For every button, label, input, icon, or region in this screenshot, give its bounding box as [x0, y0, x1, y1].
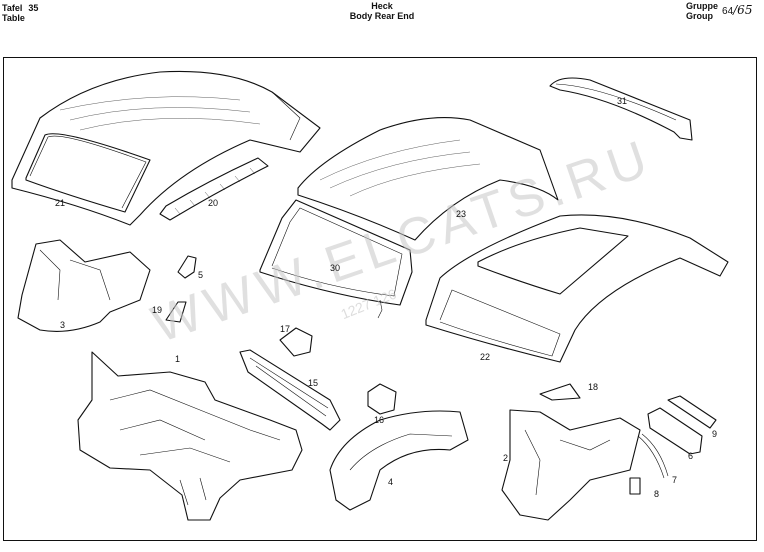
part-label-3: 3: [60, 320, 65, 330]
header-table-block: Tafel 35 Table: [2, 3, 38, 23]
table-number: 35: [28, 3, 39, 13]
title-german: Heck: [371, 1, 393, 11]
group-label: Group: [686, 11, 713, 21]
group-number: 64: [722, 6, 734, 17]
part-3-drawing[interactable]: [17, 239, 151, 332]
table-label: Table: [2, 13, 25, 23]
part-5-drawing[interactable]: [177, 255, 197, 279]
part-15-drawing[interactable]: [239, 349, 341, 431]
part-label-20: 20: [208, 198, 218, 208]
part-label-5: 5: [198, 270, 203, 280]
title-english: Body Rear End: [349, 11, 415, 21]
part-label-15: 15: [308, 378, 318, 388]
part-label-1: 1: [175, 354, 180, 364]
part-23-drawing[interactable]: [297, 116, 559, 241]
group-number-handwritten: /65: [733, 3, 753, 17]
part-label-2: 2: [503, 453, 508, 463]
part-label-17: 17: [280, 324, 290, 334]
diagram-frame: [3, 57, 757, 541]
part-4-drawing[interactable]: [329, 410, 469, 511]
part-31-drawing[interactable]: [549, 77, 693, 141]
part-20-drawing[interactable]: [159, 157, 269, 221]
part-1-drawing[interactable]: [77, 351, 303, 521]
part-16-drawing[interactable]: [367, 383, 397, 415]
part-label-21: 21: [55, 198, 65, 208]
header-title-block: Heck Body Rear End: [0, 1, 764, 21]
tafel-label: Tafel: [2, 3, 23, 13]
part-label-6: 6: [688, 451, 693, 461]
header-group-block: Gruppe Group 64/65: [686, 1, 752, 21]
part-label-22: 22: [480, 352, 490, 362]
watermark-small: 1227 126: [338, 285, 398, 322]
part-label-31: 31: [617, 96, 627, 106]
part-label-30: 30: [330, 263, 340, 273]
part-6-drawing[interactable]: [647, 407, 703, 455]
part-22-drawing[interactable]: [425, 214, 729, 363]
part-label-8: 8: [654, 489, 659, 499]
part-7-drawing[interactable]: [637, 433, 669, 479]
part-21-drawing[interactable]: [11, 70, 321, 226]
part-9-drawing[interactable]: [667, 395, 717, 429]
part-18-drawing[interactable]: [539, 383, 581, 401]
part-label-9: 9: [712, 429, 717, 439]
gruppe-label: Gruppe: [686, 1, 719, 11]
part-2-drawing[interactable]: [501, 409, 641, 521]
part-label-19: 19: [152, 305, 162, 315]
part-label-23: 23: [456, 209, 466, 219]
part-label-16: 16: [374, 415, 384, 425]
part-label-7: 7: [672, 475, 677, 485]
part-17-drawing[interactable]: [279, 327, 313, 357]
part-label-4: 4: [388, 477, 393, 487]
part-30-drawing[interactable]: [259, 199, 413, 319]
part-label-18: 18: [588, 382, 598, 392]
part-19-drawing[interactable]: [165, 301, 187, 323]
part-8-drawing[interactable]: [629, 477, 641, 495]
